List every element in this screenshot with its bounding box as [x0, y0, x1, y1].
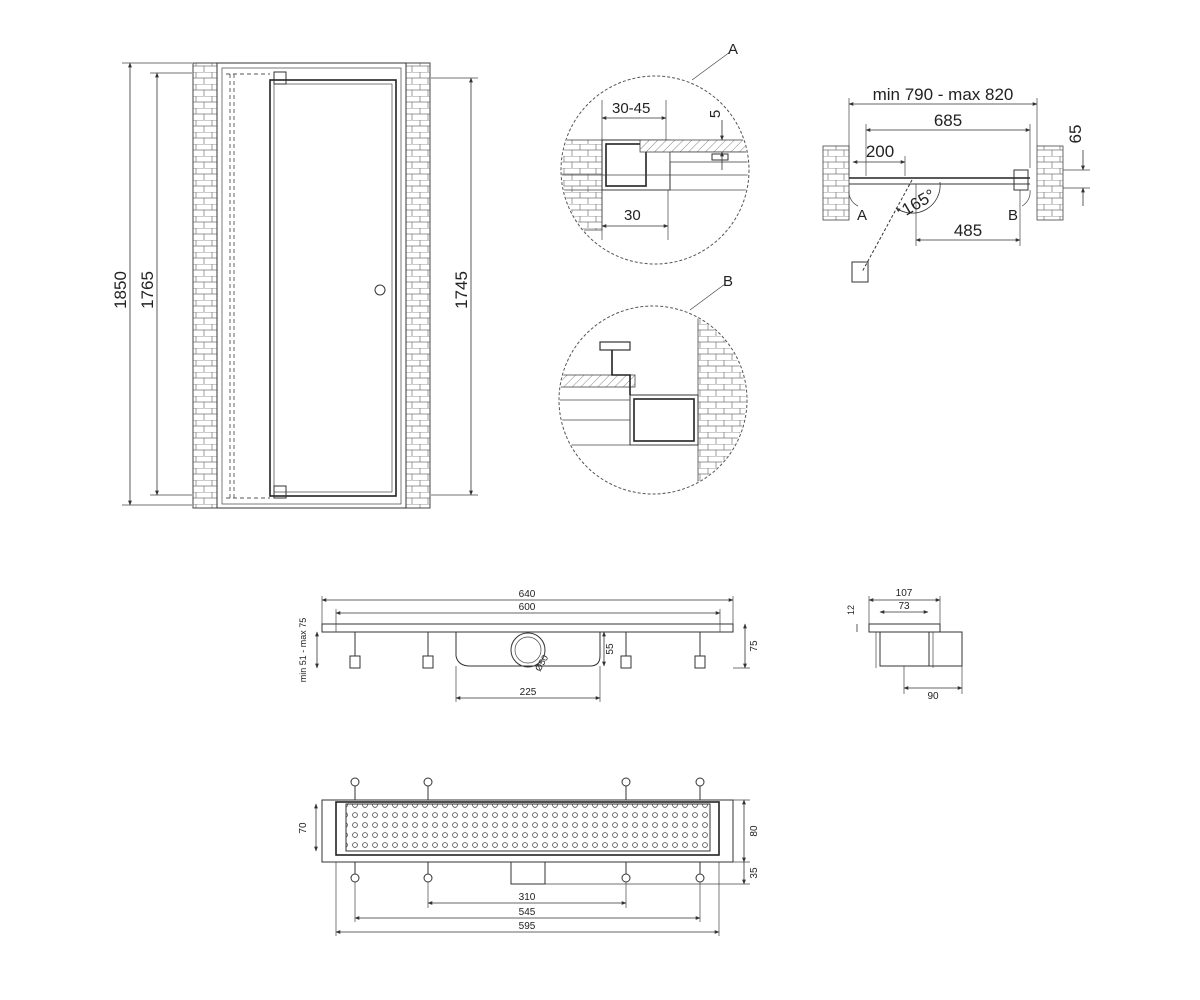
right-wall [405, 62, 431, 509]
dim-685: 685 [934, 111, 962, 130]
dim-35: 35 [749, 867, 760, 879]
dim-107: 107 [896, 588, 913, 599]
bottom-hinge [273, 485, 287, 499]
door-panel [269, 79, 397, 497]
drain-outlet [510, 632, 546, 668]
callout-a: A [728, 41, 738, 58]
door-elevation: 1850 1765 1745 [111, 62, 478, 509]
dim-door-height: 1765 [138, 271, 157, 309]
dim-640: 640 [519, 589, 536, 600]
plan-left-wall [822, 145, 850, 221]
door-frame-inner [221, 67, 402, 505]
callout-b: B [723, 273, 733, 290]
drain-channel [455, 632, 601, 667]
dim-total-height: 1850 [111, 271, 130, 309]
dim-adjust: 30-45 [612, 100, 650, 117]
drain-side-view: 640 600 min 51 - max 75 55 75 225 Ø50 [298, 589, 760, 702]
dim-90: 90 [927, 691, 939, 702]
detail-b-circle [558, 305, 748, 495]
detail-b: B [558, 273, 748, 495]
dim-70: 70 [298, 822, 309, 834]
dim-65: 65 [1066, 125, 1085, 144]
door-handle [374, 284, 386, 296]
dim-12: 12 [846, 605, 856, 615]
dim-55: 55 [605, 643, 616, 655]
dim-600: 600 [519, 602, 536, 613]
angle-165: 165° [899, 185, 939, 219]
dim-5: 5 [707, 110, 724, 118]
drain-outlet-top [510, 861, 546, 885]
dim-200: 200 [866, 142, 894, 161]
dim-outlet: Ø50 [533, 653, 550, 673]
detail-a-circle [560, 75, 750, 265]
dim-595: 595 [519, 921, 536, 932]
top-hinge [273, 71, 287, 85]
dim-225: 225 [520, 687, 537, 698]
dim-485: 485 [954, 221, 982, 240]
left-wall [192, 62, 218, 509]
plan-right-wall [1036, 145, 1064, 221]
label-b: B [1008, 207, 1018, 224]
drain-grate-profile [321, 623, 734, 633]
drain-top-view: 70 80 35 310 545 595 [298, 777, 760, 936]
dim-73: 73 [898, 601, 910, 612]
door-frame [216, 62, 407, 509]
detail-a: 30-45 5 30 A [560, 41, 750, 265]
dim-range: min 790 - max 820 [873, 85, 1014, 104]
dim-30: 30 [624, 207, 641, 224]
dim-75: 75 [749, 640, 760, 652]
dim-545: 545 [519, 907, 536, 918]
dim-clear-height: 1745 [452, 271, 471, 309]
label-a: A [857, 207, 867, 224]
drain-grate [345, 803, 711, 852]
dim-310: 310 [519, 892, 536, 903]
plan-view: min 790 - max 820 685 200 65 485 165° A … [822, 85, 1090, 283]
drain-cross-section: 107 73 12 90 [846, 588, 963, 702]
dim-80: 80 [749, 825, 760, 837]
dim-height-range: min 51 - max 75 [298, 618, 308, 683]
